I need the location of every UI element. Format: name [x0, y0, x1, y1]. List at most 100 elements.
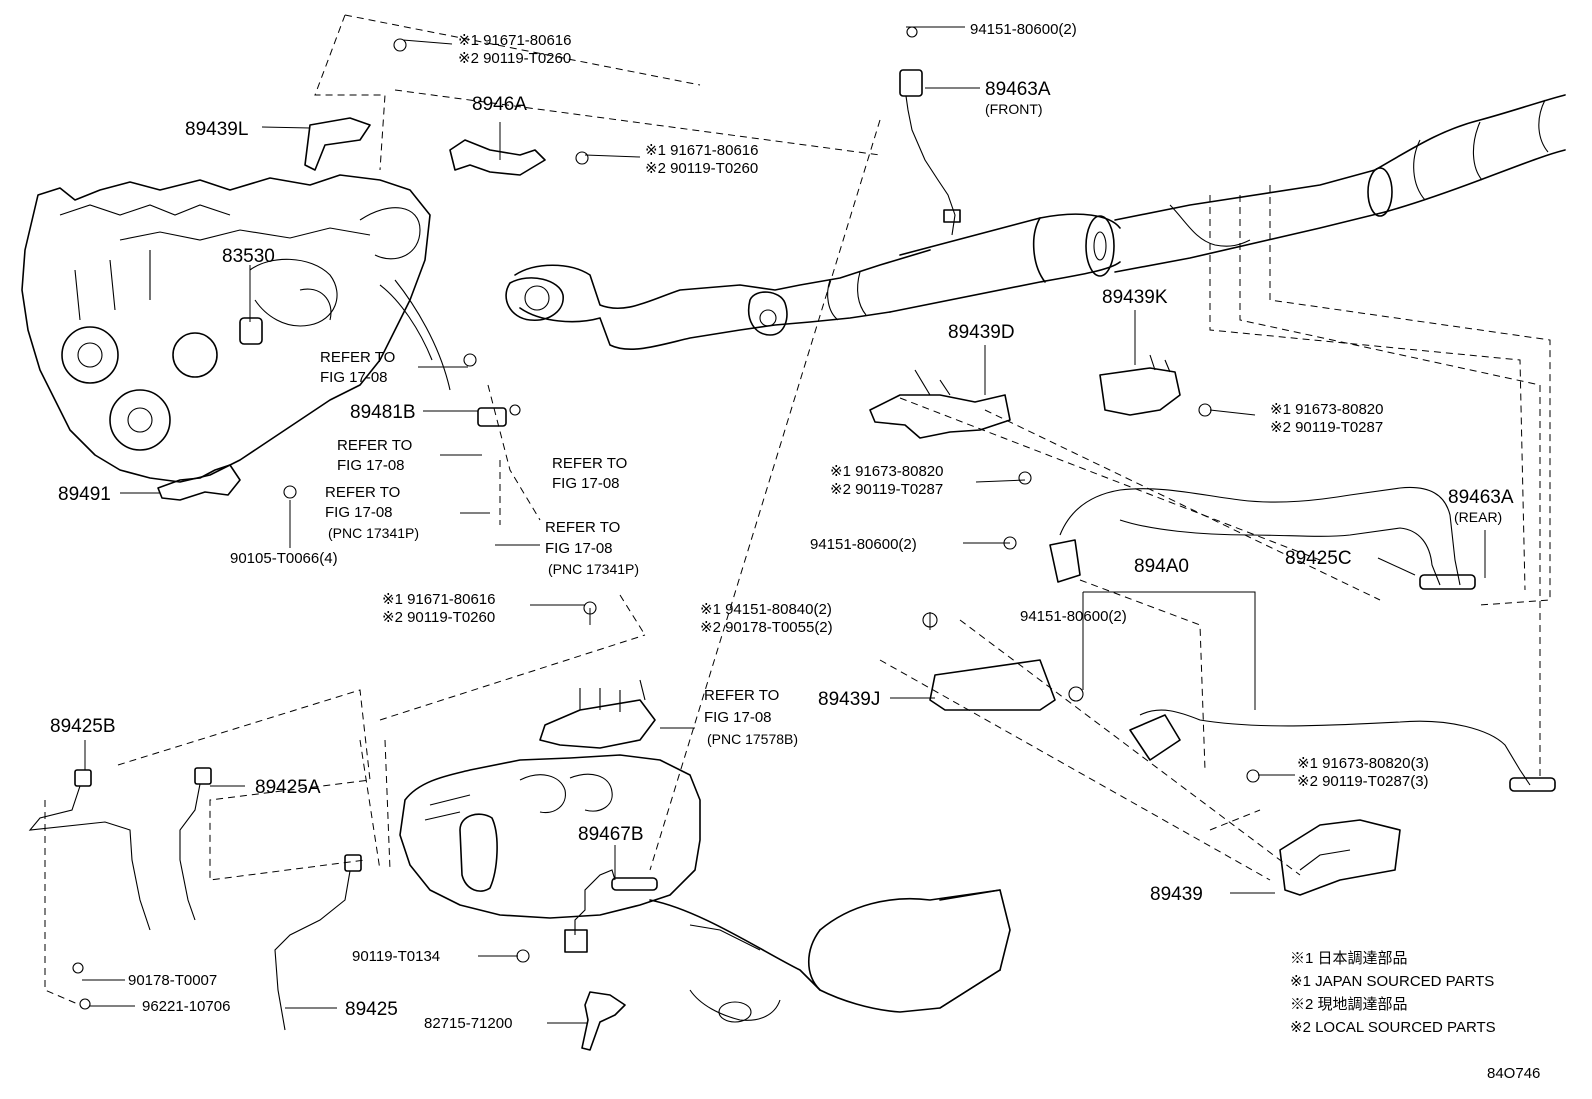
- sensor-89467B: [564, 869, 658, 953]
- bracket-89439L: [304, 117, 371, 171]
- part-label-8946A: 8946A: [472, 94, 527, 115]
- refer-text: FIG 17-08: [552, 475, 620, 492]
- part-number: ※1 91671-80616: [458, 32, 572, 49]
- part-label-89439K: 89439K: [1102, 287, 1168, 308]
- front-note: (FRONT): [985, 101, 1043, 117]
- sensor-89481B: [477, 404, 521, 427]
- oxygen-sensor-89463A-front: [899, 69, 961, 236]
- part-number: ※1 91673-80820: [830, 463, 944, 480]
- refer-text: REFER TO: [325, 484, 400, 501]
- part-label-89463A-front: 89463A: [985, 79, 1051, 100]
- part-label-90178: 90178-T0007: [128, 972, 217, 989]
- sensor-89491: [157, 464, 241, 501]
- part-label-96221: 96221-10706: [142, 998, 230, 1015]
- part-label-89491: 89491: [58, 484, 111, 505]
- main-exhaust-pipe-with-converter: [889, 94, 1566, 313]
- refer-note-4: REFER TO FIG 17-08 (PNC 17341P): [325, 484, 419, 541]
- part-numbers-stack-lower-center: ※1 91671-80616 ※2 90119-T0260: [382, 591, 496, 626]
- part-number: ※2 90119-T0287: [1270, 419, 1383, 436]
- part-label-894A0: 894A0: [1134, 556, 1189, 577]
- refer-text: FIG 17-08: [320, 369, 388, 386]
- part-label-89467B: 89467B: [578, 824, 644, 845]
- engine-block-upper-left: [21, 174, 451, 483]
- part-number: ※1 91673-80820: [1270, 401, 1384, 418]
- refer-text: FIG 17-08: [545, 540, 613, 557]
- part-numbers-stack-top-left: ※1 91671-80616 ※2 90119-T0260: [458, 32, 572, 67]
- part-label-89463A-rear: 89463A: [1448, 487, 1514, 508]
- refer-text: REFER TO: [704, 687, 779, 704]
- refer-note-5: REFER TO FIG 17-08 (PNC 17341P): [545, 519, 639, 577]
- part-label-89481B: 89481B: [350, 402, 416, 423]
- part-label-94151-mid: 94151-80600(2): [810, 536, 917, 553]
- catalytic-converter-lower: [649, 889, 1011, 1023]
- part-label-89439L: 89439L: [185, 119, 248, 140]
- part-number: ※1 91671-80616: [645, 142, 759, 159]
- part-label-89425B: 89425B: [50, 716, 116, 737]
- part-number: ※2 90119-T0287(3): [1297, 773, 1429, 790]
- refer-text: REFER TO: [552, 455, 627, 472]
- sensor-89425B: [28, 769, 151, 931]
- legend-line: ※2 LOCAL SOURCED PARTS: [1290, 1019, 1496, 1036]
- refer-text: (PNC 17341P): [548, 561, 639, 577]
- part-number: ※2 90119-T0260: [645, 160, 758, 177]
- part-label-89425C: 89425C: [1285, 548, 1352, 569]
- bracket-lower-center: [539, 679, 656, 749]
- engine-block-lower: [399, 754, 701, 919]
- refer-text: REFER TO: [545, 519, 620, 536]
- part-label-90105: 90105-T0066(4): [230, 550, 338, 567]
- refer-note-6: REFER TO FIG 17-08 (PNC 17578B): [704, 687, 798, 747]
- part-numbers-stack-lower-right: ※1 91673-80820(3) ※2 90119-T0287(3): [1297, 755, 1429, 790]
- part-label-89425: 89425: [345, 999, 398, 1020]
- bracket-89439D: [869, 369, 1011, 439]
- sensor-wire-894A0: [1129, 709, 1556, 792]
- part-number: ※2 90119-T0260: [458, 50, 571, 67]
- part-number: ※2 90119-T0260: [382, 609, 495, 626]
- legend-line: ※2 現地調達部品: [1290, 996, 1408, 1013]
- leader-lines: [82, 26, 1486, 1024]
- sensor-wire-rear-harness: [1049, 486, 1476, 590]
- refer-text: REFER TO: [320, 349, 395, 366]
- sensor-83530: [239, 317, 263, 345]
- refer-text: FIG 17-08: [325, 504, 393, 521]
- front-exhaust-pipe: [505, 249, 931, 351]
- sensor-89425A: [179, 767, 212, 921]
- part-numbers-stack-middle-d: ※1 91673-80820 ※2 90119-T0287: [830, 463, 944, 498]
- part-number: ※2 90178-T0055(2): [700, 619, 833, 636]
- part-label-90119-T0134: 90119-T0134: [352, 948, 440, 965]
- part-label-89439: 89439: [1150, 884, 1203, 905]
- part-label-94151-top: 94151-80600(2): [970, 21, 1077, 38]
- part-label-89425A: 89425A: [255, 777, 321, 798]
- part-numbers-stack-right-k: ※1 91673-80820 ※2 90119-T0287: [1270, 401, 1384, 436]
- bracket-8946A: [449, 139, 546, 176]
- bracket-89439J: [929, 659, 1056, 711]
- part-number: ※2 90119-T0287: [830, 481, 943, 498]
- legend: ※1 日本調達部品 ※1 JAPAN SOURCED PARTS ※2 現地調達…: [1290, 950, 1496, 1036]
- bracket-89439K: [1099, 354, 1181, 416]
- part-label-94151-right: 94151-80600(2): [1020, 608, 1127, 625]
- refer-text: (PNC 17578B): [707, 731, 798, 747]
- part-numbers-stack-center-nuts: ※1 94151-80840(2) ※2 90178-T0055(2): [700, 601, 833, 636]
- legend-line: ※1 日本調達部品: [1290, 950, 1408, 967]
- part-numbers-stack-top-center: ※1 91671-80616 ※2 90119-T0260: [645, 142, 759, 177]
- diagram-code: 84O746: [1487, 1065, 1540, 1082]
- refer-text: FIG 17-08: [704, 709, 772, 726]
- part-number: ※1 91671-80616: [382, 591, 496, 608]
- bracket-89439: [1279, 819, 1401, 896]
- refer-text: REFER TO: [337, 437, 412, 454]
- part-label-89439D: 89439D: [948, 322, 1015, 343]
- dashed-reference-lines: [44, 14, 1551, 1006]
- refer-text: FIG 17-08: [337, 457, 405, 474]
- refer-note-3: REFER TO FIG 17-08: [552, 455, 627, 492]
- part-number: ※1 94151-80840(2): [700, 601, 832, 618]
- part-label-82715: 82715-71200: [424, 1015, 512, 1032]
- rear-note: (REAR): [1454, 509, 1502, 525]
- part-number: ※1 91673-80820(3): [1297, 755, 1429, 772]
- part-label-83530: 83530: [222, 246, 275, 267]
- refer-text: (PNC 17341P): [328, 525, 419, 541]
- legend-line: ※1 JAPAN SOURCED PARTS: [1290, 973, 1494, 990]
- part-label-89439J: 89439J: [818, 689, 880, 710]
- refer-note-2: REFER TO FIG 17-08: [337, 437, 412, 474]
- bracket-82715: [581, 991, 626, 1051]
- refer-note-1: REFER TO FIG 17-08: [320, 349, 395, 386]
